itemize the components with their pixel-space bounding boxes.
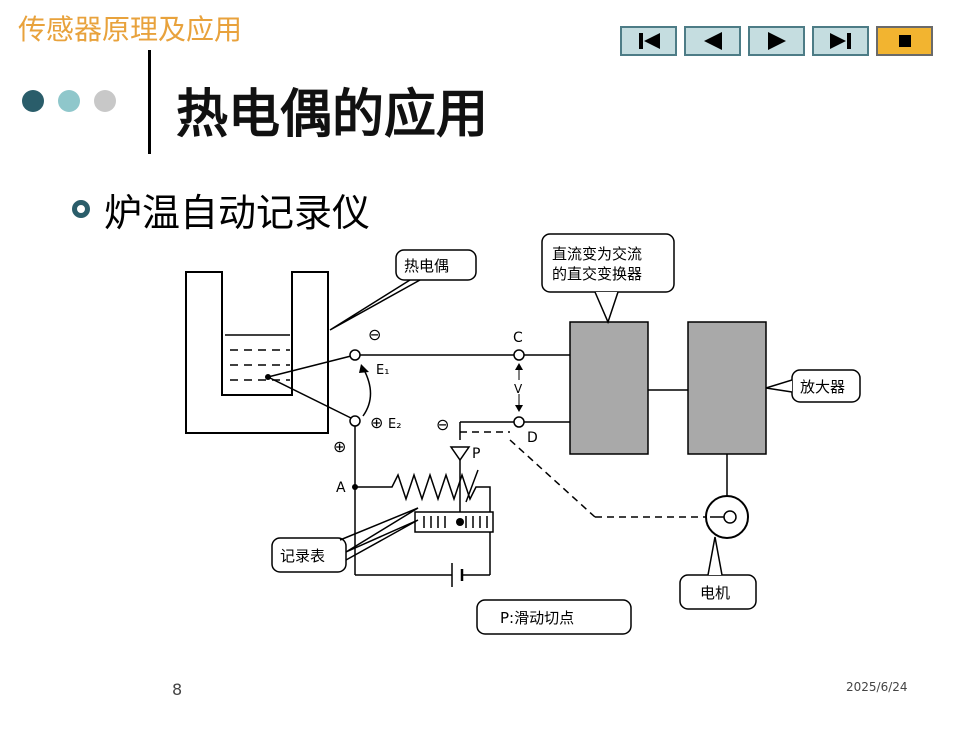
decorative-dots: [22, 90, 130, 112]
end-show-button[interactable]: [876, 26, 933, 56]
stop-square-icon: [898, 35, 911, 47]
callout-converter-line1: 直流变为交流: [552, 245, 642, 263]
sign-minus-1: ⊖: [368, 325, 381, 344]
terminal-c: [513, 349, 525, 361]
terminal-d: [513, 416, 525, 428]
last-slide-button[interactable]: [812, 26, 869, 56]
voltage-label-bg: [513, 380, 525, 394]
callout-thermocouple-tail: [329, 279, 421, 331]
label-c: C: [513, 330, 523, 346]
slider-p-pointer: [449, 446, 471, 462]
emf-arrowhead: [359, 364, 369, 373]
callout-slider: P:滑动切点: [500, 609, 574, 627]
sign-minus-2: ⊖: [436, 415, 449, 434]
callout-motor: 电机: [700, 584, 730, 602]
amplifier-block: [687, 321, 767, 455]
label-e1: E₁: [376, 363, 389, 378]
callout-amplifier-tail: [765, 379, 793, 393]
recorder-scale: [414, 511, 494, 533]
page-number: 8: [172, 680, 183, 699]
first-slide-button[interactable]: [620, 26, 677, 56]
slide-title: 热电偶的应用: [176, 85, 489, 145]
bullet-text: 炉温自动记录仪: [104, 191, 371, 235]
skip-to-start-icon: [638, 33, 660, 49]
callout-recorder-tail: [339, 507, 419, 561]
callout-recorder-box: [271, 537, 347, 573]
scale-ticks: [423, 516, 488, 528]
callout-amplifier: 放大器: [800, 378, 845, 396]
triangle-right-icon: [767, 32, 786, 50]
slide-navigation: [620, 26, 933, 56]
label-v: V: [514, 382, 523, 396]
voltage-arrowhead-down: [515, 405, 523, 412]
triangle-left-icon: [703, 32, 722, 50]
dot-dark: [22, 90, 44, 112]
callout-thermocouple: 热电偶: [404, 257, 449, 275]
course-title: 传感器原理及应用: [18, 13, 243, 46]
converter-block: [569, 321, 649, 455]
callout-slider-box: [476, 599, 632, 635]
label-p: P: [472, 446, 480, 462]
label-e2: E₂: [388, 417, 401, 432]
callout-converter-line2: 的直交变换器: [552, 265, 642, 283]
callout-thermocouple-box: [395, 249, 477, 281]
scale-needle: [456, 518, 464, 526]
dot-gray: [94, 90, 116, 112]
wire-e2: [267, 376, 356, 421]
sign-plus-2: ⊕: [370, 413, 383, 432]
dot-teal: [58, 90, 80, 112]
callout-motor-tail: [707, 536, 723, 576]
label-d: D: [527, 430, 538, 446]
voltage-arrowhead-up: [515, 363, 523, 370]
label-a: A: [336, 480, 346, 496]
bullet-icon: [72, 200, 90, 218]
next-slide-button[interactable]: [748, 26, 805, 56]
callout-converter-tail: [594, 291, 619, 325]
emf-arrow: [362, 367, 372, 417]
title-divider: [148, 50, 151, 154]
wire-e1: [267, 354, 356, 378]
callout-converter-box: [541, 233, 675, 293]
skip-to-end-icon: [829, 33, 851, 49]
furnace-outline: [185, 271, 329, 434]
slide-date: 2025/6/24: [846, 680, 908, 694]
callout-recorder: 记录表: [280, 547, 325, 565]
slide-resistor: [355, 472, 491, 575]
sign-plus-1: ⊕: [333, 437, 346, 456]
terminal-e2: [349, 415, 361, 427]
resistor-arrow: [465, 469, 479, 503]
terminal-e1: [349, 349, 361, 361]
previous-slide-button[interactable]: [684, 26, 741, 56]
motor-shaft: [723, 510, 737, 524]
